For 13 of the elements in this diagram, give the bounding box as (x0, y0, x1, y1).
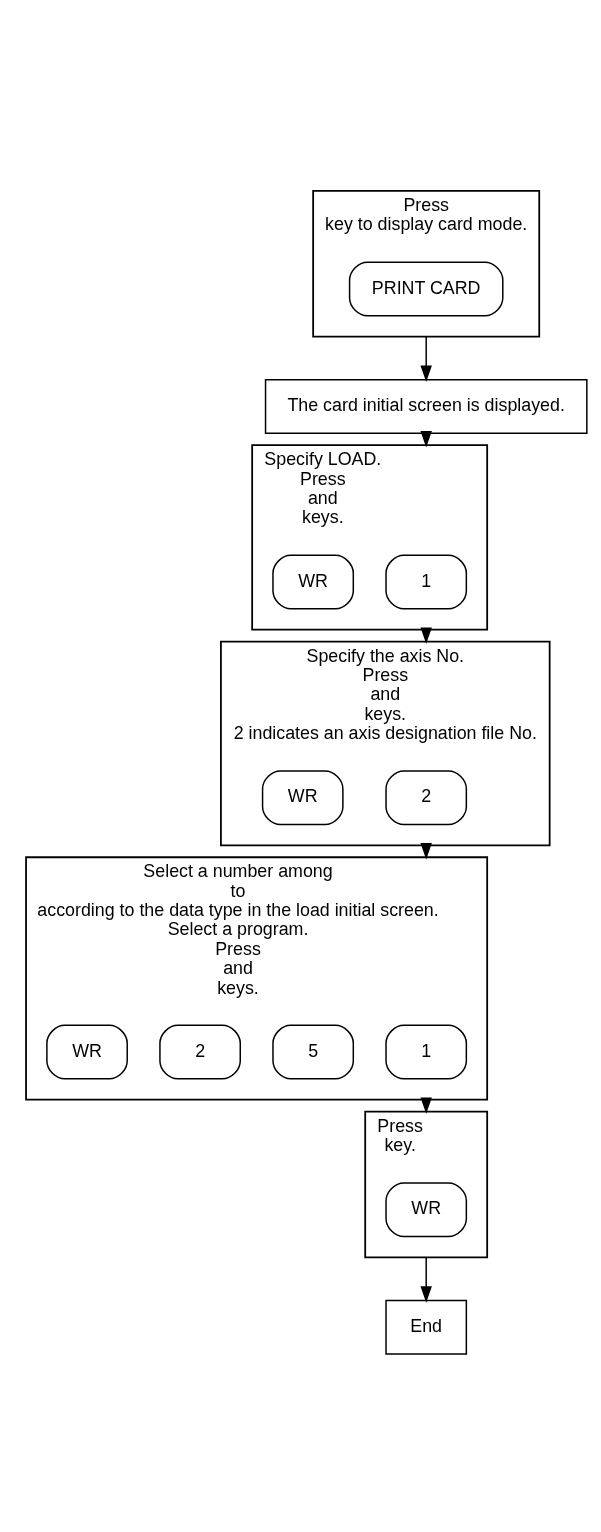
arrow (420, 335, 432, 382)
node-box: End (385, 1299, 468, 1355)
node-box: WR (46, 1024, 128, 1080)
node-box: 5 (272, 1024, 355, 1080)
arrow (420, 1256, 432, 1303)
node-box: PRINT CARD (348, 261, 504, 317)
node-box: 2 (159, 1024, 241, 1080)
node-box: 2 (385, 769, 468, 825)
node-box: WR (261, 769, 344, 825)
node-box: WR (385, 1181, 468, 1237)
node-box: WR (272, 554, 355, 610)
node-box: 1 (385, 554, 468, 610)
node-box: 1 (385, 1024, 468, 1080)
